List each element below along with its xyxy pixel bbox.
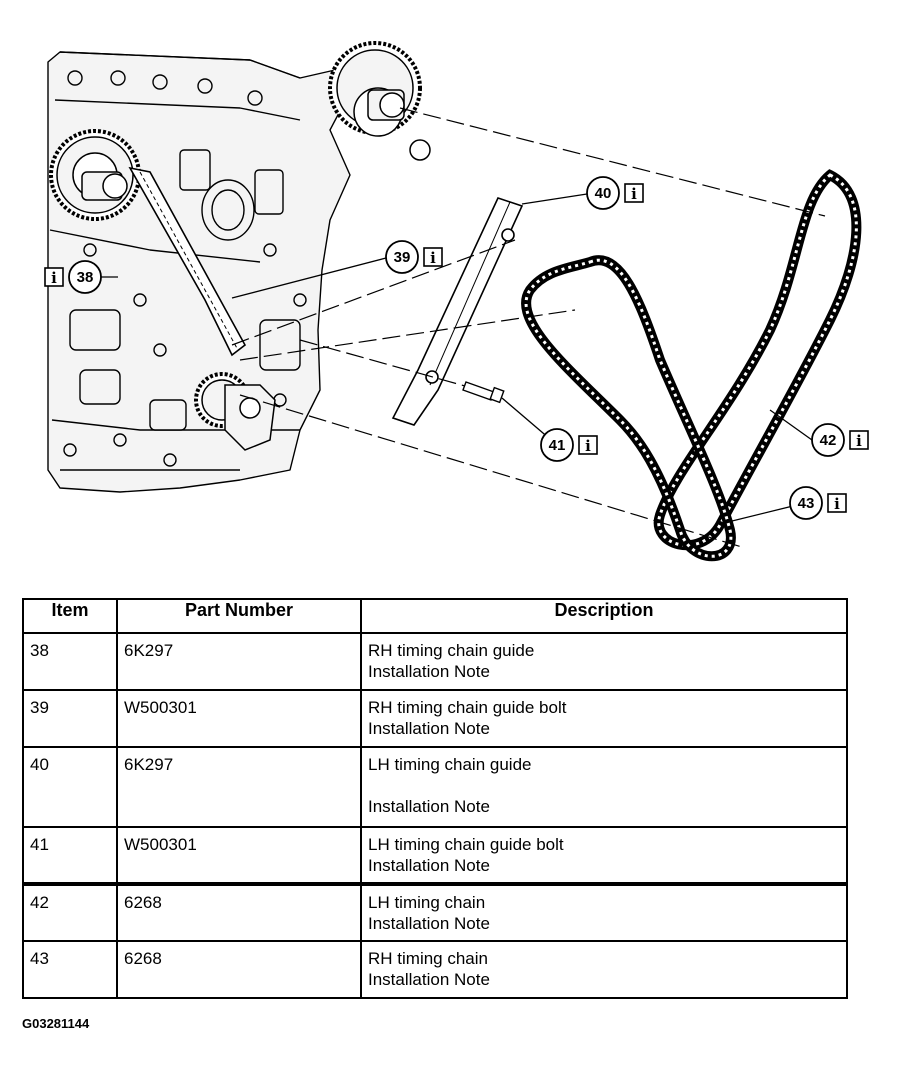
header-part-number: Part Number [116,598,362,634]
table-row: 39 W500301 RH timing chain guide bolt In… [22,689,848,748]
cell-part-number: W500301 [116,689,362,748]
installation-note-link[interactable]: Installation Note [368,797,490,816]
svg-text:42: 42 [820,432,837,449]
svg-text:38: 38 [77,269,94,286]
info-icon: i [834,495,840,513]
svg-text:41: 41 [549,437,566,454]
description-text: LH timing chain guide [368,755,532,774]
rh-timing-chain [521,255,736,562]
callout-42[interactable]: 42 i [811,423,869,457]
callout-38[interactable]: i 38 [44,260,102,294]
callout-40[interactable]: 40 i [586,176,644,210]
table-header-row: Item Part Number Description [22,598,848,634]
table-row: 41 W500301 LH timing chain guide bolt In… [22,826,848,885]
info-icon: i [51,269,57,287]
description-text: RH timing chain guide [368,641,535,660]
table-row: 38 6K297 RH timing chain guide Installat… [22,632,848,691]
lh-camshaft-sprocket [328,41,431,161]
callout-41[interactable]: 41 i [540,428,598,462]
cell-description: LH timing chain guide Installation Note [360,746,848,828]
cell-description: RH timing chain Installation Note [360,940,848,999]
installation-note-link[interactable]: Installation Note [368,662,490,681]
info-icon: i [585,437,591,455]
cell-description: RH timing chain guide Installation Note [360,632,848,691]
description-text: LH timing chain guide bolt [368,835,564,854]
rh-chain-guide-installed [128,166,247,357]
callout-43[interactable]: 43 i [789,486,847,520]
info-icon: i [631,185,637,203]
table-row: 43 6268 RH timing chain Installation Not… [22,940,848,999]
svg-text:43: 43 [798,495,815,512]
installation-note-link[interactable]: Installation Note [368,914,490,933]
cell-item: 38 [22,632,118,691]
cell-item: 41 [22,826,118,885]
description-text: RH timing chain [368,949,488,968]
spacer [368,775,840,796]
cell-item: 40 [22,746,118,828]
rh-camshaft-sprocket [49,129,141,221]
svg-text:39: 39 [394,249,411,266]
installation-note-link[interactable]: Installation Note [368,856,490,875]
info-icon: i [430,249,436,267]
svg-text:40: 40 [595,185,612,202]
cell-description: RH timing chain guide bolt Installation … [360,689,848,748]
description-text: RH timing chain guide bolt [368,698,567,717]
cell-item: 39 [22,689,118,748]
cell-part-number: W500301 [116,826,362,885]
installation-note-link[interactable]: Installation Note [368,719,490,738]
info-icon: i [856,432,862,450]
description-text: LH timing chain [368,893,486,912]
cell-description: LH timing chain Installation Note [360,882,848,942]
lh-timing-chain [653,169,862,551]
lh-chain-guide [391,197,524,426]
cell-part-number: 6268 [116,940,362,999]
header-description: Description [360,598,848,634]
exploded-view-diagram: i 38 39 i 40 i 41 i 42 i 43 i [44,41,869,562]
header-item: Item [22,598,118,634]
cell-item: 42 [22,882,118,942]
cell-item: 43 [22,940,118,999]
cell-part-number: 6K297 [116,746,362,828]
figure-id: G03281144 [22,1016,90,1031]
crankshaft-sprocket [194,372,276,451]
assembly-lines [231,107,826,549]
table-row: 42 6268 LH timing chain Installation Not… [22,882,848,942]
table-row: 40 6K297 LH timing chain guide Installat… [22,746,848,828]
guide-bolt [462,381,505,404]
cell-part-number: 6268 [116,882,362,942]
parts-table: Item Part Number Description 38 6K297 RH… [22,598,848,999]
installation-note-link[interactable]: Installation Note [368,970,490,989]
cell-part-number: 6K297 [116,632,362,691]
callout-39[interactable]: 39 i [385,240,443,274]
cell-description: LH timing chain guide bolt Installation … [360,826,848,885]
